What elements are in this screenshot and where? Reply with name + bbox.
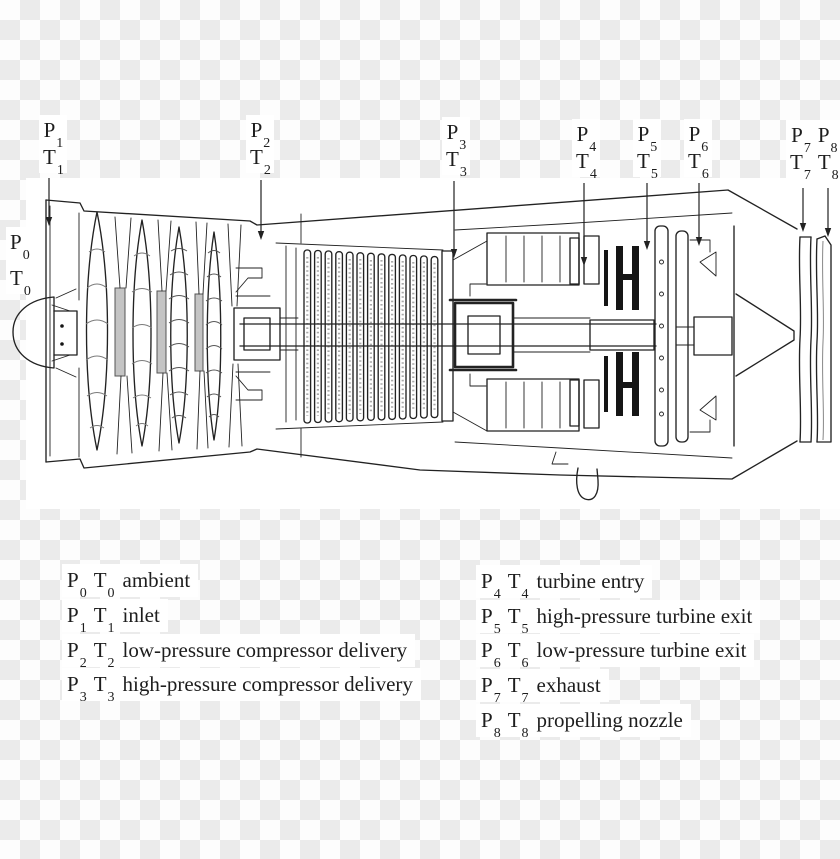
label-t3: T3 bbox=[446, 147, 467, 181]
legend-t4: T4 bbox=[507, 569, 529, 603]
legend-t2: T2 bbox=[93, 638, 115, 672]
label-t4: T4 bbox=[576, 149, 597, 183]
legend-p4: P4 bbox=[481, 569, 501, 603]
engine-casing bbox=[45, 189, 798, 480]
station-label-p5-t5: P5 T5 bbox=[633, 119, 661, 183]
legend-p3: P3 bbox=[67, 672, 87, 706]
label-t5: T5 bbox=[637, 149, 658, 183]
legend-text-hp-compressor-delivery: high-pressure compressor delivery bbox=[122, 672, 413, 696]
legend-text-lp-compressor-delivery: low-pressure compressor delivery bbox=[122, 638, 408, 662]
station-label-p4-t4: P4 T4 bbox=[572, 119, 600, 183]
legend-p1: P1 bbox=[67, 603, 87, 637]
arrow-station-6 bbox=[695, 183, 703, 246]
hp-compressor-stages bbox=[275, 242, 454, 430]
legend-item-propelling-nozzle: P8T8 propelling nozzle bbox=[476, 704, 691, 742]
turbine-blades bbox=[604, 246, 639, 416]
legend-item-hp-compressor-delivery: P3T3 high-pressure compressor delivery bbox=[62, 668, 421, 706]
station-label-p6-t6: P6 T6 bbox=[684, 119, 712, 183]
legend-t1: T1 bbox=[93, 603, 115, 637]
legend-text-propelling-nozzle: propelling nozzle bbox=[536, 708, 683, 732]
arrow-station-3 bbox=[450, 181, 458, 258]
legend-text-ambient: ambient bbox=[122, 568, 191, 592]
legend-text-lp-turbine-exit: low-pressure turbine exit bbox=[536, 638, 747, 662]
legend-text-exhaust: exhaust bbox=[536, 673, 601, 697]
arrow-station-1 bbox=[45, 178, 53, 226]
lp-compressor-stators bbox=[114, 216, 243, 455]
lp-turbine-and-rear-frame bbox=[654, 225, 735, 447]
label-p5: P5 bbox=[637, 122, 658, 156]
shaft-and-bearing bbox=[239, 283, 657, 387]
legend-text-turbine-entry: turbine entry bbox=[536, 569, 645, 593]
label-p4: P4 bbox=[576, 122, 597, 156]
station-label-p3-t3: P3 T3 bbox=[442, 117, 470, 181]
label-p3: P3 bbox=[446, 120, 467, 154]
arrow-station-4 bbox=[580, 183, 588, 266]
label-t1: T1 bbox=[43, 145, 64, 179]
legend-item-inlet: P1T1 inlet bbox=[62, 599, 168, 637]
label-p2: P2 bbox=[250, 118, 271, 152]
label-t6: T6 bbox=[688, 149, 709, 183]
legend-p5: P5 bbox=[481, 604, 501, 638]
arrow-station-2 bbox=[257, 180, 265, 240]
label-p7-p8: P7P8 bbox=[791, 123, 838, 157]
legend-t7: T7 bbox=[507, 673, 529, 707]
arrow-station-7 bbox=[799, 188, 807, 232]
legend-text-hp-turbine-exit: high-pressure turbine exit bbox=[536, 604, 753, 628]
legend-t5: T5 bbox=[507, 604, 529, 638]
lp-compressor-blades bbox=[85, 211, 223, 451]
label-p0: P0 bbox=[10, 230, 30, 264]
legend-t0: T0 bbox=[93, 568, 115, 602]
spinner-nose-cone bbox=[12, 288, 78, 378]
label-p1: P1 bbox=[43, 118, 64, 152]
label-p6: P6 bbox=[688, 122, 709, 156]
intermediate-frame bbox=[233, 213, 302, 458]
legend-item-lp-compressor-delivery: P2T2 low-pressure compressor delivery bbox=[62, 634, 416, 672]
legend-p8: P8 bbox=[481, 708, 501, 742]
station-label-p0-t0: P0 T0 bbox=[6, 227, 34, 300]
legend-item-turbine-entry: P4T4 turbine entry bbox=[476, 565, 653, 603]
legend-t8: T8 bbox=[507, 708, 529, 742]
legend-item-hp-turbine-exit: P5T5 high-pressure turbine exit bbox=[476, 600, 761, 638]
legend-t3: T3 bbox=[93, 672, 115, 706]
arrow-station-5 bbox=[643, 183, 651, 250]
station-arrows bbox=[45, 178, 832, 266]
station-label-p2-t2: P2 T2 bbox=[246, 115, 274, 179]
legend-item-ambient: P0T0 ambient bbox=[62, 564, 199, 602]
legend-item-lp-turbine-exit: P6T6 low-pressure turbine exit bbox=[476, 634, 755, 672]
label-t2: T2 bbox=[250, 145, 271, 179]
legend-p6: P6 bbox=[481, 638, 501, 672]
legend-p2: P2 bbox=[67, 638, 87, 672]
legend-p0: P0 bbox=[67, 568, 87, 602]
station-label-p7-p8-t7-t8: P7P8 T7T8 bbox=[786, 120, 840, 184]
exhaust-nozzle bbox=[551, 235, 832, 501]
label-t7-t8: T7T8 bbox=[790, 150, 839, 184]
legend-text-inlet: inlet bbox=[122, 603, 160, 627]
legend-item-exhaust: P7T7 exhaust bbox=[476, 669, 609, 707]
legend-t6: T6 bbox=[507, 638, 529, 672]
label-t0: T0 bbox=[10, 266, 31, 300]
combustor-section bbox=[452, 212, 733, 459]
station-label-p1-t1: P1 T1 bbox=[39, 115, 67, 179]
arrow-station-8 bbox=[824, 188, 832, 237]
legend-p7: P7 bbox=[481, 673, 501, 707]
